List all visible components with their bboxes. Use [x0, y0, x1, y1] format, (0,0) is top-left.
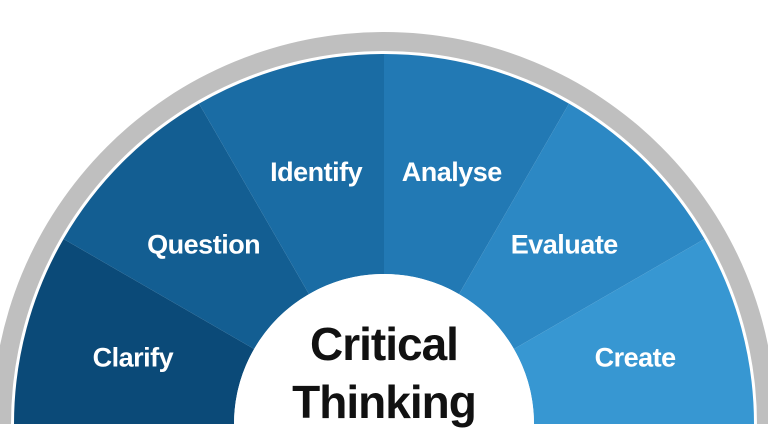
segment-create [513, 239, 754, 424]
segment-label-evaluate: Evaluate [511, 230, 619, 260]
segment-question [63, 103, 309, 349]
segment-clarify [14, 239, 255, 424]
segment-label-clarify: Clarify [93, 343, 174, 373]
center-title-line2: Thinking [292, 376, 476, 428]
center-circle [234, 274, 534, 431]
segment-label-analyse: Analyse [402, 157, 503, 187]
segment-label-create: Create [595, 343, 677, 373]
segment-label-question: Question [147, 230, 260, 260]
segment-label-identify: Identify [270, 157, 362, 187]
center-title-line1: Critical [310, 318, 458, 370]
segment-analyse [384, 54, 569, 295]
segment-identify [199, 54, 384, 295]
segment-evaluate [459, 103, 705, 349]
